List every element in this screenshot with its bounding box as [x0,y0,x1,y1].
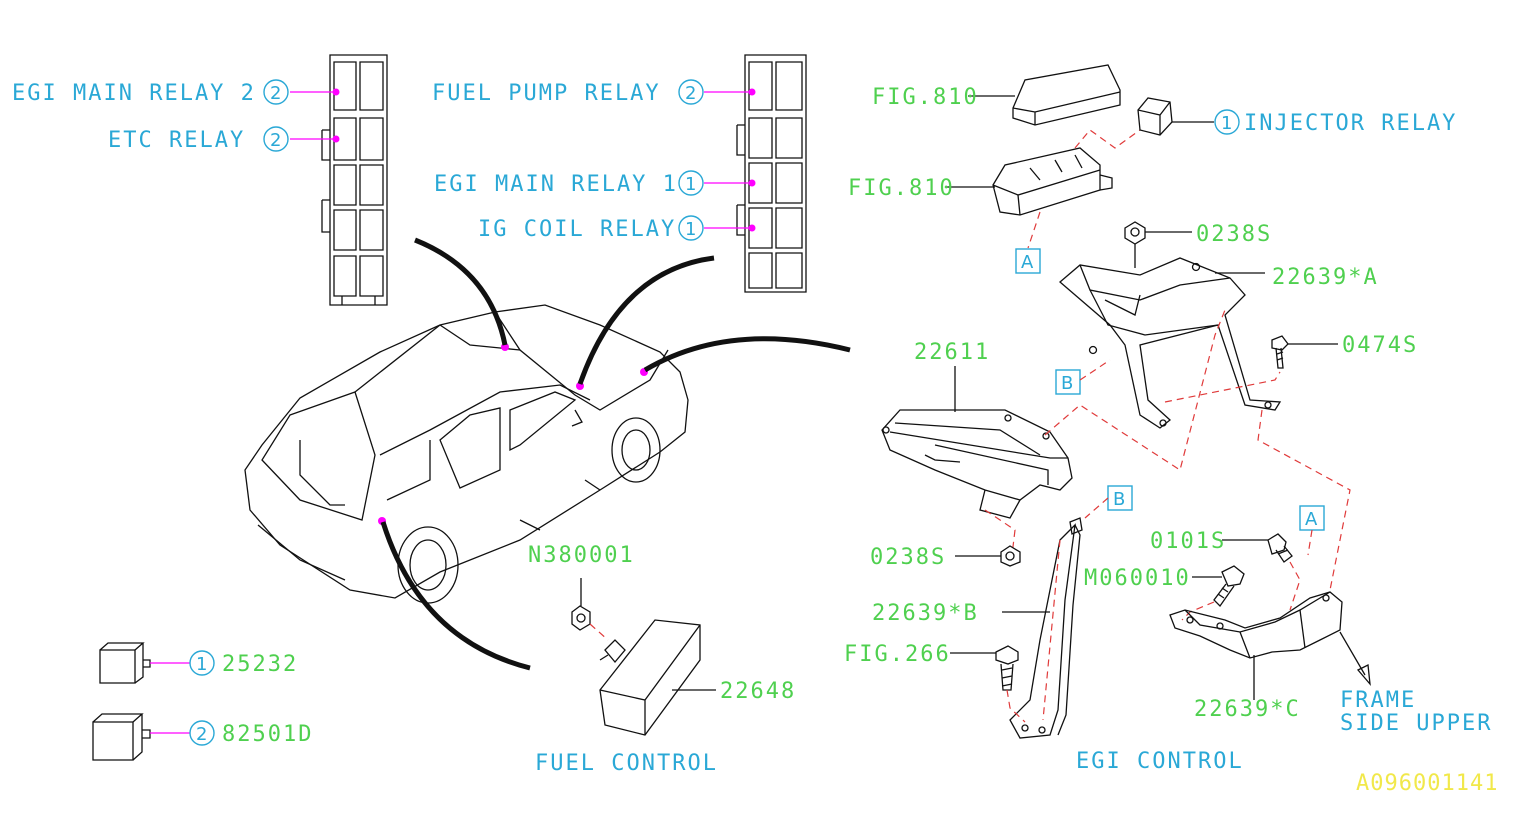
etc-relay-label: ETC RELAY [108,128,245,153]
fig810-cover-label: FIG.810 [872,85,979,110]
callout-number: 1 [685,174,696,195]
part-0238s-lower-label: 0238S [870,545,946,570]
injector-relay-label: INJECTOR RELAY [1244,111,1457,136]
bolt-fig266-icon [950,645,1026,723]
reference-box-b: B [1055,369,1081,395]
bolt-0474s-icon [1271,335,1338,369]
callout-1-icon: 1 [1214,109,1240,135]
bracket-22639a [1058,240,1282,429]
leader-egi-main-relay-2 [290,88,340,96]
reference-box-a: A [1015,248,1041,274]
callout-number: 2 [685,83,696,104]
reference-letter: A [1305,509,1318,530]
callout-number: 1 [196,654,207,675]
callout-number: 1 [685,219,696,240]
callout-1-icon: 1 [678,215,704,241]
leader-ig-coil-relay [704,224,756,232]
part-22648-label: 22648 [720,679,796,704]
fuel-pump-relay-label: FUEL PUMP RELAY [432,81,661,106]
fig266-label: FIG.266 [844,642,951,667]
part-0101s-label: 0101S [1150,529,1226,554]
part-n380001-label: N380001 [528,543,635,568]
frame-side-upper-line2: SIDE UPPER [1340,711,1492,736]
reference-letter: B [1061,373,1073,394]
frame-side-upper-line1: FRAME [1340,688,1416,713]
leader-egi-main-relay-1 [704,179,756,187]
part-22639a-label: 22639*A [1272,265,1379,290]
bolt-m060010-icon [1181,565,1245,621]
callout-number: 1 [1221,113,1232,134]
ecu-22611 [881,309,1351,591]
callout-number: 2 [270,130,281,151]
fuse-box-base [945,129,1141,249]
nut-0238s-top-icon [1124,221,1192,245]
callout-1-icon: 1 [189,650,215,676]
bolt-0101s-icon [1222,533,1301,611]
part-22639b-label: 22639*B [872,601,979,626]
location-leader-lines [380,237,851,671]
egi-main-relay-2-label: EGI MAIN RELAY 2 [12,81,256,106]
part-m060010-label: M060010 [1084,566,1191,591]
reference-box-b: B [1107,485,1133,511]
reference-box-a: A [1299,505,1325,531]
callout-1-icon: 1 [678,170,704,196]
injector-relay-icon [1137,97,1214,136]
relay-block-left [321,54,388,306]
part-0474s-label: 0474S [1342,333,1418,358]
part-0238s-top-label: 0238S [1196,222,1272,247]
relay-82501d-icon [92,713,190,761]
egi-control-title: EGI CONTROL [1076,749,1244,774]
callout-2-icon: 2 [263,79,289,105]
part-22639c-label: 22639*C [1194,697,1301,722]
callout-2-icon: 2 [263,126,289,152]
reference-letter: A [1021,252,1034,273]
fuel-control-title: FUEL CONTROL [535,751,718,776]
vehicle-outline [244,304,689,604]
relay-block-center [736,54,807,293]
leader-etc-relay [290,135,340,143]
leader-fuel-pump-relay [704,88,756,96]
reference-letter: B [1113,489,1125,510]
part-25232-label: 25232 [222,652,298,677]
callout-number: 2 [196,724,207,745]
part-82501d-label: 82501D [222,722,313,747]
bracket-22639b [1002,517,1083,739]
fig810-base-label: FIG.810 [848,176,955,201]
ig-coil-relay-label: IG COIL RELAY [478,217,676,242]
part-22611-label: 22611 [914,340,990,365]
bracket-22639c [1169,591,1371,700]
callout-number: 2 [270,83,281,104]
diagram-id: A096001141 [1356,771,1498,796]
fuel-control-module [571,578,716,736]
callout-2-icon: 2 [189,720,215,746]
nut-0238s-lower-icon [955,545,1021,567]
fuse-box-cover [968,64,1121,126]
callout-2-icon: 2 [678,79,704,105]
relay-25232-icon [99,642,190,684]
egi-main-relay-1-label: EGI MAIN RELAY 1 [434,172,678,197]
